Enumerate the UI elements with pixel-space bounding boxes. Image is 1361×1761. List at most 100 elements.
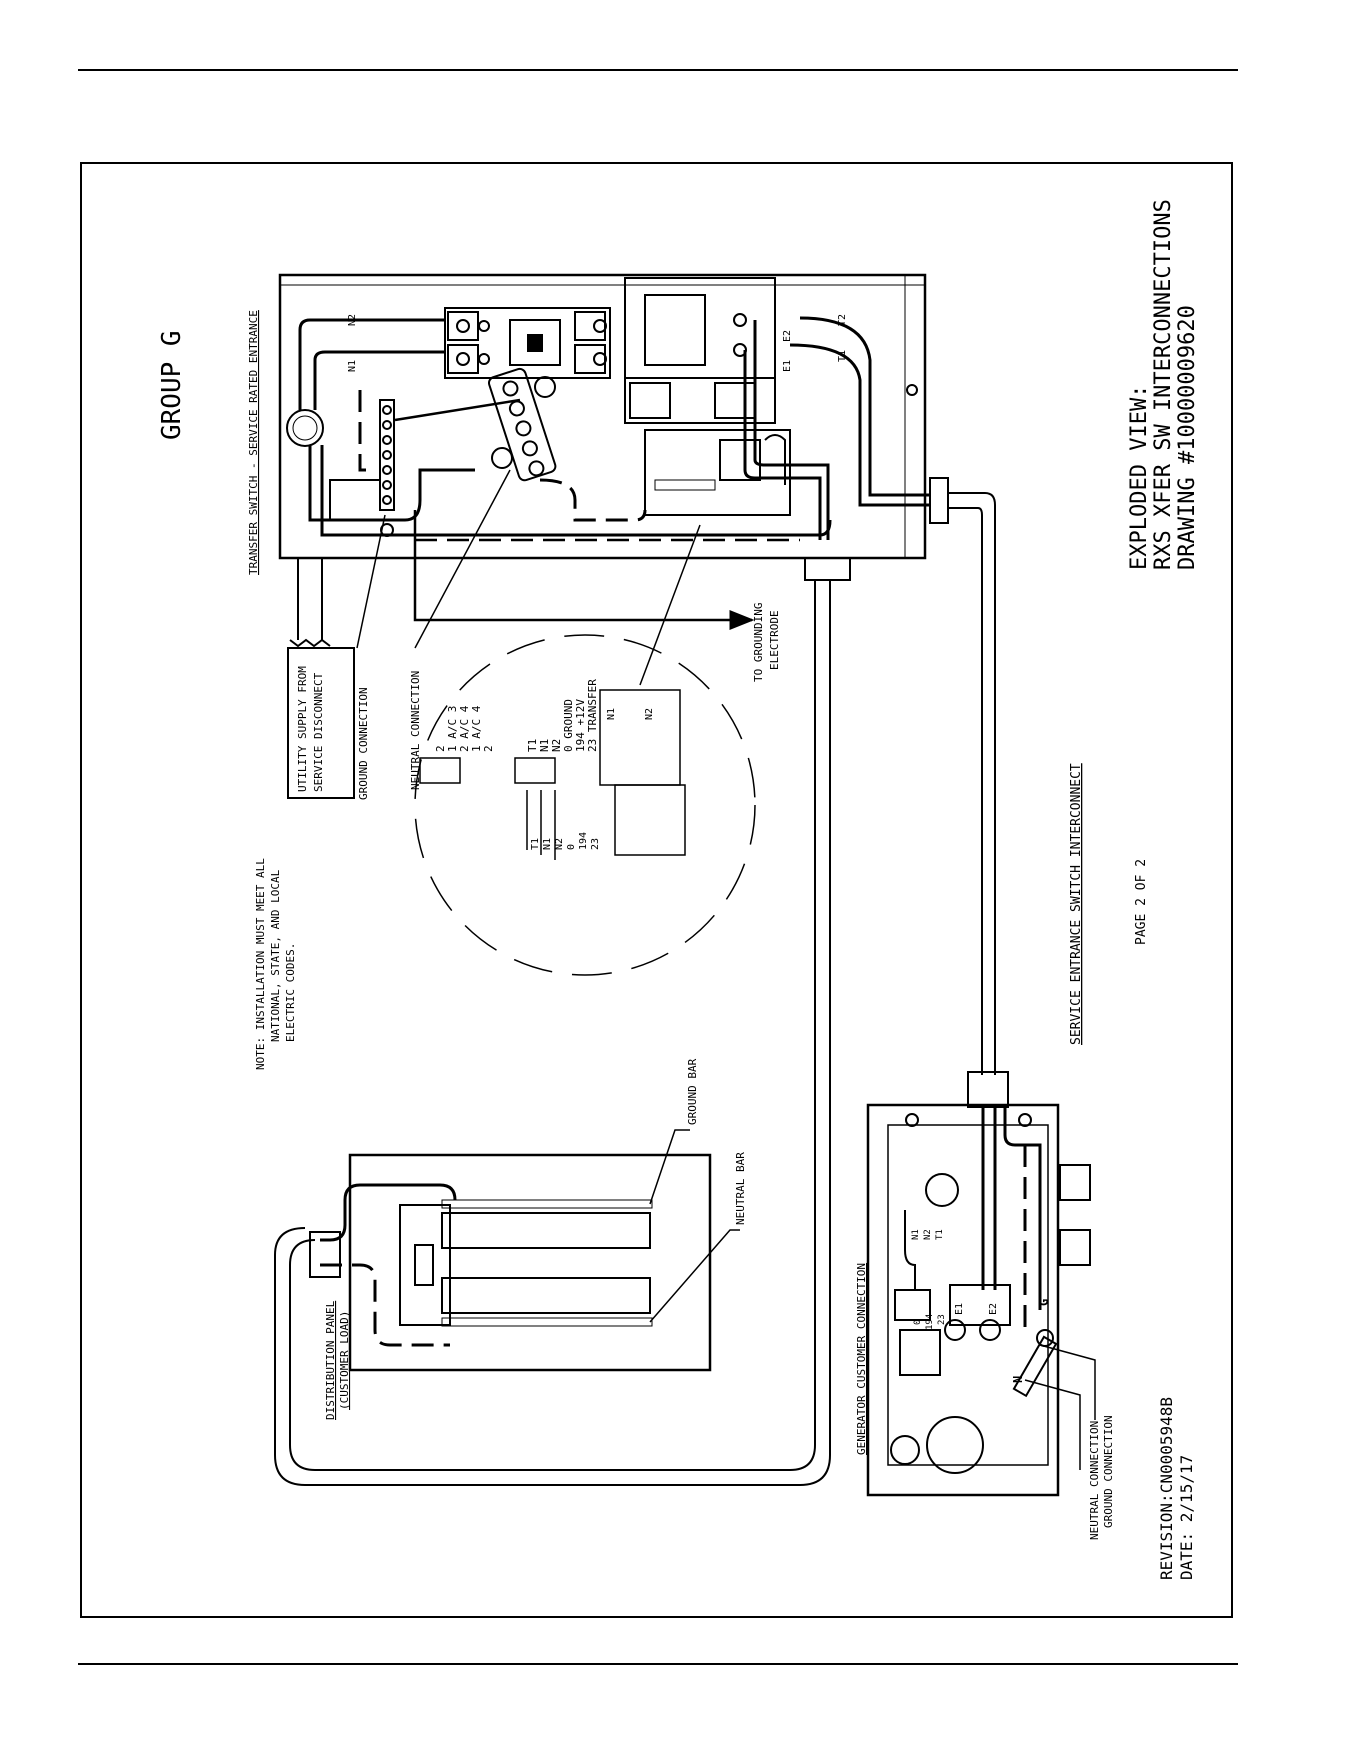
gen-194-label: 194 bbox=[925, 1314, 935, 1330]
terminal-e1 bbox=[944, 1319, 966, 1341]
revision-line2: DATE: 2/15/17 bbox=[1177, 1455, 1196, 1580]
utility-supply-box bbox=[287, 647, 355, 799]
wire-ground-jumper bbox=[329, 479, 380, 520]
dashed-bond bbox=[358, 390, 370, 472]
grounding-electrode-line1: TO GROUNDING bbox=[752, 603, 765, 682]
gen-e1-label: E1 bbox=[954, 1303, 965, 1315]
panel-fitting bbox=[309, 1231, 341, 1278]
terminal-b-label: 23 TRANSFER bbox=[586, 679, 599, 752]
ground-screw bbox=[382, 435, 392, 445]
wire-tag: 194 bbox=[578, 832, 589, 850]
board-jumper bbox=[764, 434, 786, 485]
conduit-fitting-right bbox=[929, 477, 949, 524]
generator-mount-bottom bbox=[890, 1435, 920, 1465]
gen-n1-label: N1 bbox=[911, 1229, 921, 1240]
lug-load-2 bbox=[574, 344, 606, 374]
generator-enclosure bbox=[866, 1103, 1060, 1497]
panel-leaders bbox=[649, 1129, 740, 1323]
generator-tab bbox=[1059, 1229, 1091, 1266]
ground-screw bbox=[382, 450, 392, 460]
generator-large-knockout bbox=[926, 1416, 984, 1474]
terminal-block-0 bbox=[899, 1329, 941, 1376]
group-title: GROUP G bbox=[157, 330, 187, 440]
detail-n2-label: N2 bbox=[644, 708, 655, 720]
lug-n2-screw-b bbox=[478, 320, 490, 332]
terminal-block-a bbox=[419, 757, 461, 784]
conduit-switch-to-generator-b bbox=[948, 507, 983, 1075]
board-terminal-strip bbox=[654, 479, 716, 491]
gen-t1-label: T1 bbox=[935, 1229, 945, 1240]
lug-n1 bbox=[447, 344, 479, 374]
switch-e1-label: E1 bbox=[782, 360, 793, 372]
bottom-rule bbox=[78, 1663, 1238, 1665]
gen-neutral-label: NEUTRAL CONNECTION bbox=[1088, 1421, 1101, 1540]
wire-t2 bbox=[799, 316, 930, 497]
neutral-bracket-mount-2 bbox=[491, 447, 513, 469]
lug-load-1-screw bbox=[593, 319, 607, 333]
terminal-a-label: 2 bbox=[434, 745, 447, 752]
neutral-bar-bracket bbox=[487, 367, 557, 482]
contactor-coil-housing bbox=[624, 377, 776, 424]
distribution-panel bbox=[309, 1153, 712, 1372]
generator-mount bbox=[905, 1113, 919, 1127]
ground-screw bbox=[382, 495, 392, 505]
transfer-switch bbox=[278, 273, 949, 581]
terminal-b-label: 194 +12V bbox=[574, 699, 587, 752]
generator-tab bbox=[1059, 1164, 1091, 1201]
grounding-electrode-line2: ELECTRODE bbox=[768, 610, 781, 670]
control-board bbox=[644, 429, 791, 516]
board-relay bbox=[719, 439, 761, 481]
terminal-a-label: 2 bbox=[482, 745, 495, 752]
leader-gen-ground bbox=[1039, 1344, 1096, 1420]
wire-neutral-a bbox=[308, 445, 475, 522]
knockout-inner bbox=[292, 415, 318, 441]
wire-tag: N2 bbox=[554, 838, 565, 850]
detail-relay bbox=[599, 689, 681, 786]
exploded-line3: DRAWING #10000009620 bbox=[1175, 305, 1200, 570]
lug-n1-screw-b bbox=[478, 353, 490, 365]
terminal-a-label: 1 A/C 4 bbox=[470, 705, 483, 752]
ground-screw bbox=[382, 420, 392, 430]
wire-n2 bbox=[298, 318, 445, 410]
generator-inner bbox=[887, 1124, 1049, 1466]
detail-view bbox=[414, 634, 756, 976]
detail-board-edge bbox=[614, 784, 686, 856]
terminal-e2 bbox=[979, 1319, 1001, 1341]
lug-n2-screw bbox=[456, 319, 470, 333]
page-number: PAGE 2 OF 2 bbox=[1134, 859, 1149, 945]
neutral-connection-label: NEUTRAL CONNECTION bbox=[409, 671, 422, 790]
generator-connection bbox=[866, 1071, 1091, 1497]
coil-2 bbox=[714, 382, 756, 419]
contactor bbox=[624, 277, 776, 379]
gen-23-label: 23 bbox=[937, 1314, 947, 1325]
gen-0-label: 0 bbox=[913, 1320, 923, 1325]
neutral-bracket-mount bbox=[534, 376, 556, 398]
utility-supply-line2: SERVICE DISCONNECT bbox=[312, 672, 325, 792]
lug-n1-screw bbox=[456, 352, 470, 366]
wire-n1 bbox=[313, 350, 445, 410]
revision-line1: REVISION:CN0005948B bbox=[1157, 1397, 1176, 1580]
wire-tag: 0 bbox=[566, 844, 577, 850]
leader-neutral-bar bbox=[649, 1229, 740, 1323]
utility-supply-cable bbox=[289, 558, 331, 648]
leader-ground-connection bbox=[356, 514, 386, 649]
switch-wiring bbox=[298, 316, 930, 542]
panel-breaker-handle bbox=[414, 1244, 434, 1286]
switch-n2-label: N2 bbox=[347, 314, 358, 326]
ground-bar-label: GROUND BAR bbox=[686, 1058, 699, 1125]
conduit-fitting-bottom bbox=[804, 557, 851, 581]
ground-screw bbox=[382, 465, 392, 475]
panel-main-breaker bbox=[399, 1204, 451, 1326]
terminal-block-n bbox=[894, 1289, 931, 1321]
terminal-b-label: N1 bbox=[538, 739, 551, 752]
transfer-switch-enclosure bbox=[278, 273, 927, 560]
gen-ground-label: GROUND CONNECTION bbox=[1102, 1415, 1115, 1528]
conduit-switch-to-generator-a bbox=[948, 492, 996, 1075]
neutral-jumper bbox=[394, 398, 521, 422]
generator-conduit-fitting bbox=[967, 1071, 1009, 1108]
terminal-e2 bbox=[733, 313, 747, 327]
wire-e2 bbox=[753, 320, 830, 540]
generator-leaders bbox=[1024, 1344, 1096, 1470]
terminal-b-label: N2 bbox=[550, 739, 563, 752]
